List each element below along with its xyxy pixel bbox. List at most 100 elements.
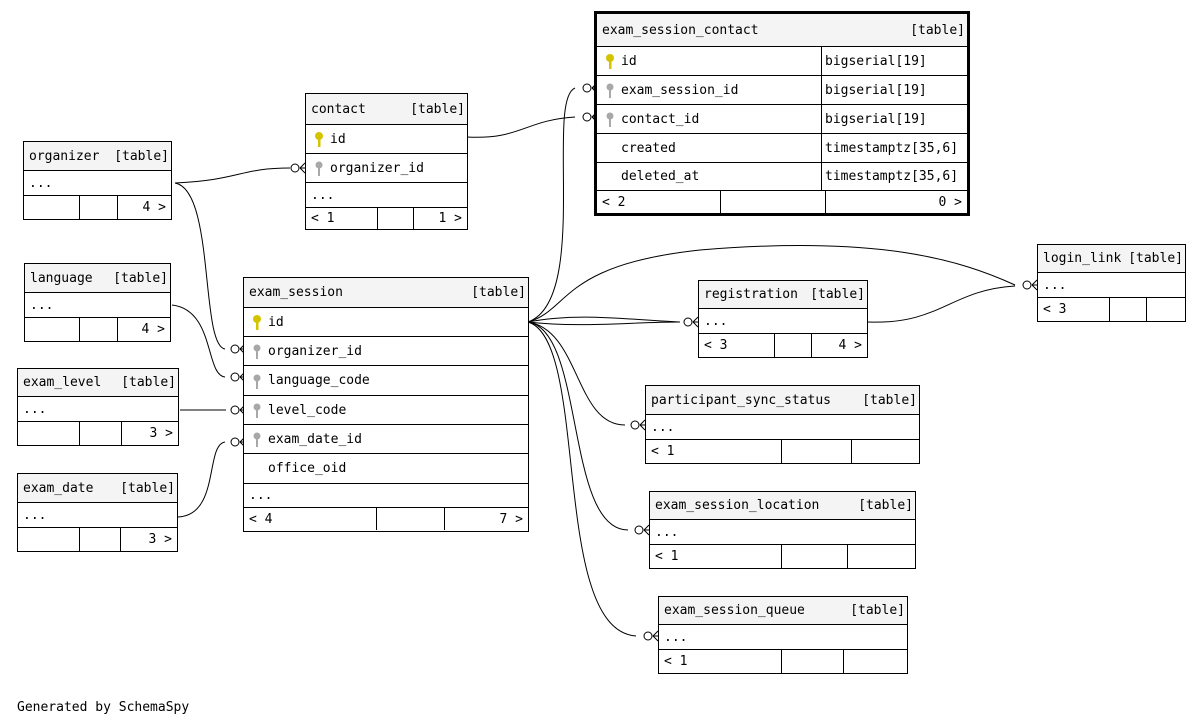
footer-parents[interactable]: < 4 — [244, 508, 377, 530]
column-name: exam_date_id — [268, 431, 362, 447]
primary-key-icon — [606, 54, 614, 69]
footer-parents[interactable]: < 1 — [659, 650, 782, 673]
edge-contact-escontact — [466, 116, 576, 138]
table-participant-sync-status[interactable]: participant_sync_status [table] ... < 1 — [645, 385, 920, 464]
table-exam-session-location[interactable]: exam_session_location [table] ... < 1 — [649, 491, 916, 569]
footer-children[interactable] — [844, 650, 907, 673]
table-kind: [table] — [471, 285, 526, 300]
table-login-link[interactable]: login_link [table] ... < 3 — [1037, 244, 1186, 322]
footer-children[interactable]: 0 > — [938, 194, 962, 210]
footer-children[interactable] — [848, 545, 915, 568]
column-row[interactable]: created timestamptz[35,6] — [597, 134, 967, 163]
column-name: exam_session_id — [621, 82, 739, 98]
footer-parents[interactable]: < 3 — [1038, 298, 1110, 321]
footer-parents[interactable]: < 1 — [650, 545, 782, 568]
table-footer: < 3 4 > — [699, 334, 867, 357]
table-header[interactable]: login_link [table] — [1038, 245, 1185, 273]
column-row[interactable]: exam_session_id bigserial[19] — [597, 76, 967, 105]
footer-parents[interactable]: < 3 — [699, 334, 775, 357]
table-header[interactable]: participant_sync_status [table] — [646, 386, 919, 415]
footer-parents[interactable] — [24, 196, 80, 219]
table-kind: [table] — [114, 148, 169, 164]
footer-parents[interactable] — [18, 528, 80, 551]
more-columns: ... — [306, 183, 467, 208]
column-row[interactable]: level_code — [244, 396, 528, 425]
footer-children[interactable]: 4 > — [142, 200, 166, 215]
column-row[interactable]: id — [306, 125, 467, 154]
table-name: exam_session_contact — [602, 22, 759, 38]
column-name: id — [330, 131, 346, 147]
column-row[interactable]: organizer_id — [306, 154, 467, 183]
column-name: id — [268, 314, 284, 330]
table-contact[interactable]: contact [table] id organizer_id ... < 1 … — [305, 93, 468, 230]
column-name: contact_id — [621, 111, 700, 127]
edge-organizer-contact — [174, 167, 291, 184]
column-row[interactable]: id bigserial[19] — [597, 47, 967, 76]
table-kind: [table] — [910, 22, 965, 38]
footer-children[interactable]: 4 > — [838, 338, 862, 353]
column-row[interactable]: exam_date_id — [244, 425, 528, 454]
table-kind: [table] — [1128, 251, 1183, 266]
table-header[interactable]: exam_session_queue [table] — [659, 597, 907, 625]
table-header[interactable]: contact [table] — [306, 94, 467, 125]
table-header[interactable]: registration [table] — [699, 281, 867, 309]
footer-children[interactable]: 3 > — [149, 426, 173, 441]
column-row[interactable]: organizer_id — [244, 337, 528, 366]
edge-session-escontact — [527, 87, 576, 323]
column-row[interactable]: office_oid — [244, 454, 528, 484]
more-columns: ... — [699, 309, 867, 334]
column-row[interactable]: deleted_at timestamptz[35,6] — [597, 163, 967, 191]
table-exam-session-queue[interactable]: exam_session_queue [table] ... < 1 — [658, 596, 908, 674]
table-exam-session-contact[interactable]: exam_session_contact [table] id bigseria… — [594, 11, 970, 216]
generator-credit: Generated by SchemaSpy — [17, 700, 190, 715]
footer-parents[interactable] — [25, 318, 80, 341]
footer-parents[interactable]: < 1 — [646, 440, 782, 463]
footer-parents[interactable] — [18, 422, 80, 445]
foreign-key-icon — [606, 83, 614, 98]
table-exam-session[interactable]: exam_session [table] id organizer_id lan… — [243, 277, 529, 532]
column-name: id — [621, 53, 637, 69]
table-kind: [table] — [121, 375, 176, 390]
edge-session-participant — [527, 321, 626, 426]
table-header[interactable]: language [table] — [25, 264, 170, 293]
column-name: deleted_at — [621, 169, 700, 184]
footer-parents[interactable]: < 2 — [597, 191, 721, 213]
footer-children[interactable] — [852, 440, 919, 463]
foreign-key-icon — [606, 112, 614, 127]
footer-parents[interactable]: < 1 — [306, 208, 378, 229]
table-footer: < 3 — [1038, 298, 1185, 321]
footer-children[interactable]: 7 > — [499, 511, 523, 527]
column-type: bigserial[19] — [821, 105, 967, 133]
column-type: bigserial[19] — [821, 76, 967, 104]
table-header[interactable]: exam_session_contact [table] — [597, 14, 967, 47]
column-row[interactable]: language_code — [244, 366, 528, 396]
footer-children[interactable]: 3 > — [148, 532, 172, 547]
column-name: level_code — [268, 402, 347, 418]
table-footer: < 4 7 > — [244, 508, 528, 530]
primary-key-icon — [253, 315, 261, 330]
table-header[interactable]: exam_session [table] — [244, 278, 528, 308]
table-language[interactable]: language [table] ... 4 > — [24, 263, 171, 342]
table-organizer[interactable]: organizer [table] ... 4 > — [23, 141, 172, 220]
table-exam-date[interactable]: exam_date [table] ... 3 > — [17, 473, 178, 552]
edge-organizer-session — [174, 182, 226, 350]
table-kind: [table] — [862, 392, 917, 408]
more-columns: ... — [18, 503, 177, 528]
footer-children[interactable]: 1 > — [438, 211, 462, 226]
edge-date-session — [177, 441, 226, 518]
table-header[interactable]: exam_session_location [table] — [650, 492, 915, 520]
table-header[interactable]: exam_level [table] — [18, 369, 178, 397]
column-row[interactable]: id — [244, 308, 528, 337]
more-columns: ... — [650, 520, 915, 545]
table-name: exam_date — [23, 480, 94, 496]
column-row[interactable]: contact_id bigserial[19] — [597, 105, 967, 134]
table-exam-level[interactable]: exam_level [table] ... 3 > — [17, 368, 179, 446]
table-name: exam_session — [249, 285, 343, 300]
footer-children[interactable]: 4 > — [141, 322, 165, 337]
table-header[interactable]: organizer [table] — [24, 142, 171, 171]
foreign-key-icon — [253, 344, 261, 359]
table-registration[interactable]: registration [table] ... < 3 4 > — [698, 280, 868, 358]
column-name: created — [621, 140, 676, 156]
footer-children[interactable] — [1147, 298, 1185, 321]
table-header[interactable]: exam_date [table] — [18, 474, 177, 503]
